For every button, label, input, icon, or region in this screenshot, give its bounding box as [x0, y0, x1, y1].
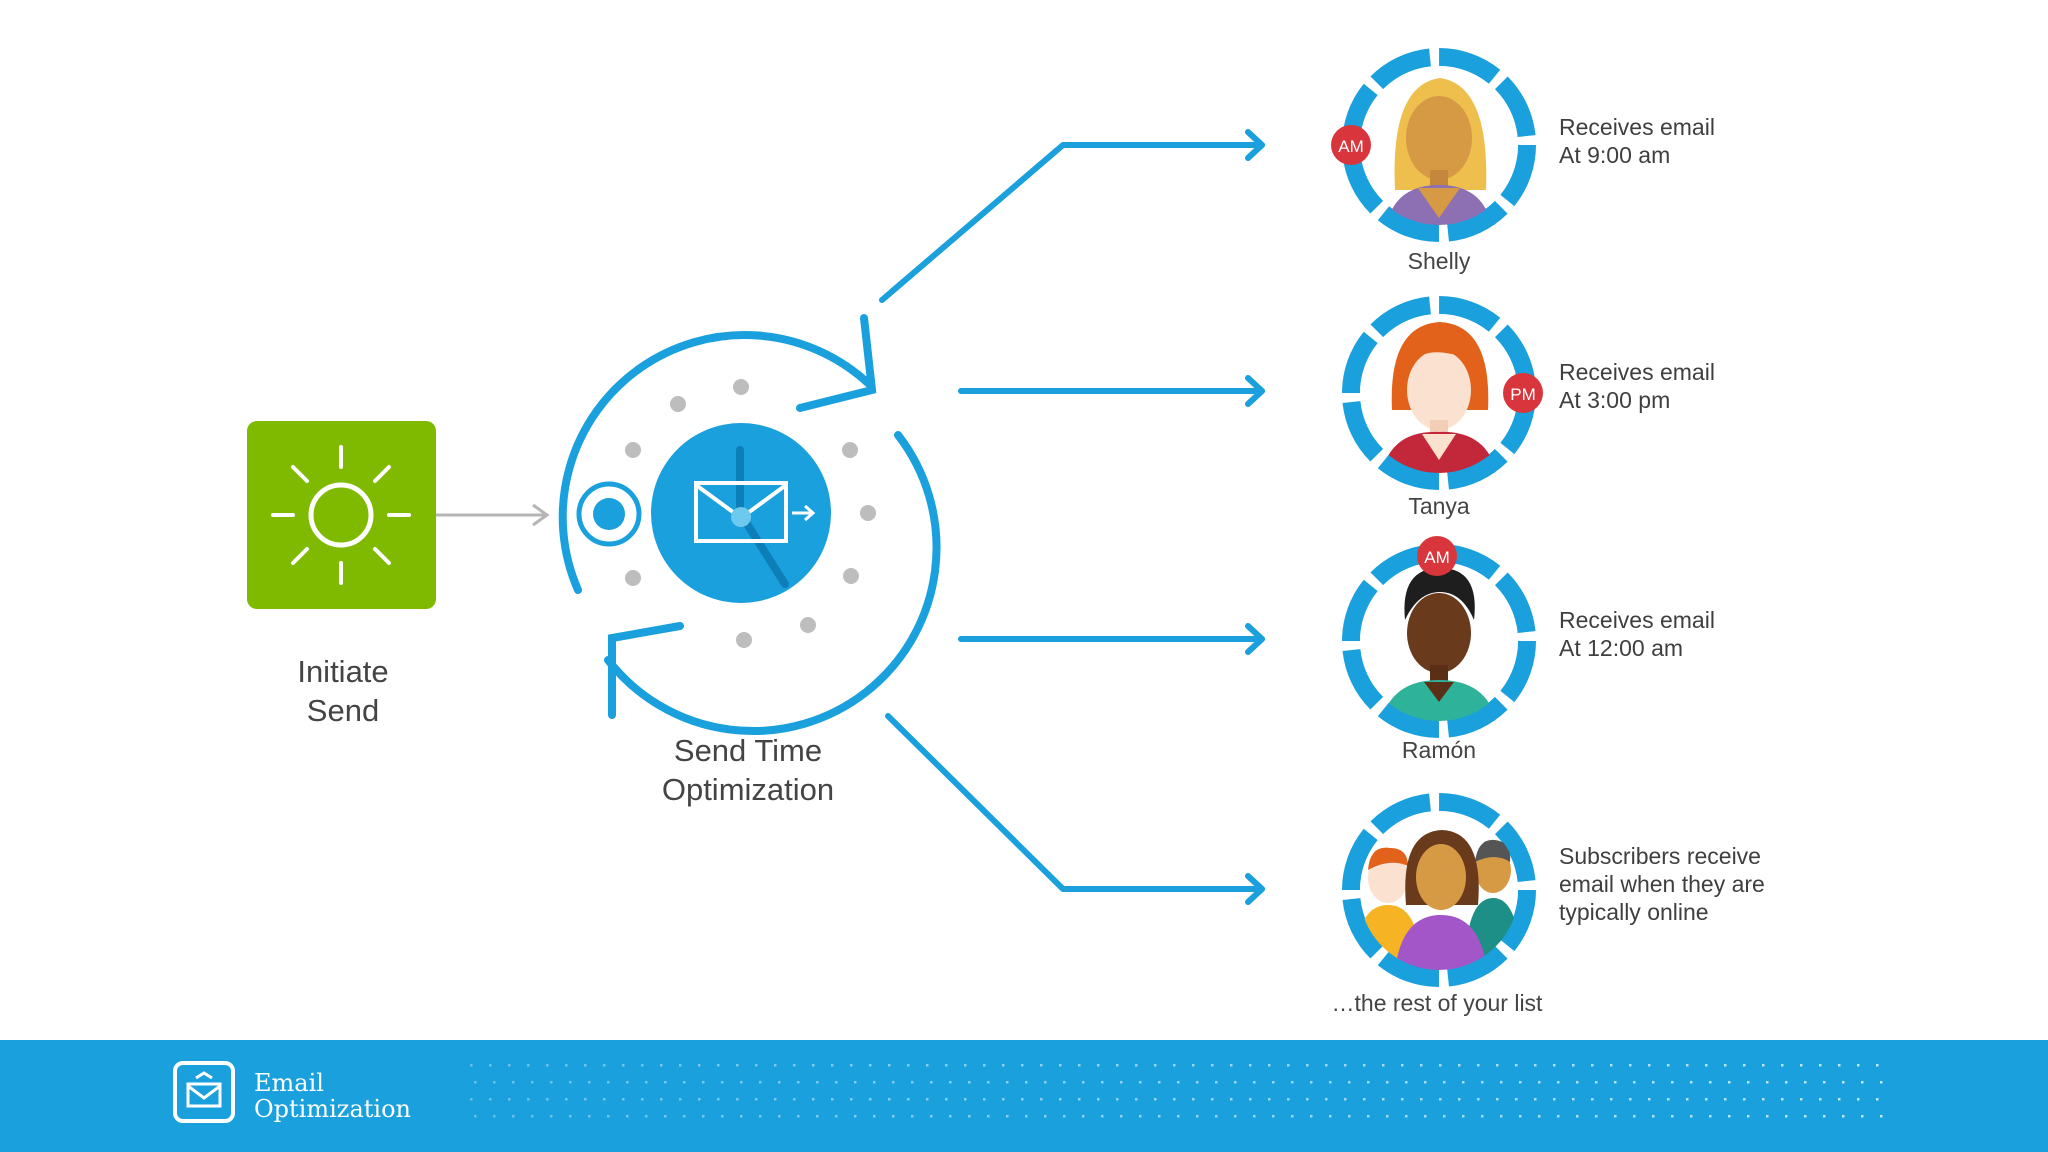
initiate-line1: Initiate — [297, 654, 389, 689]
badge-shelly-text: AM — [1338, 137, 1364, 156]
woman-blonde-avatar-icon — [1342, 48, 1536, 242]
initiate-send-label: Initiate Send — [243, 652, 443, 730]
recipient-desc-ramon: Receives email At 12:00 am — [1559, 606, 1715, 662]
recipient-desc-tanya: Receives email At 3:00 pm — [1559, 358, 1715, 414]
recipient-name-tanya: Tanya — [1408, 493, 1470, 519]
badge-ramon: AM — [1417, 536, 1457, 576]
desc-ramon-line1: Receives email — [1559, 607, 1715, 633]
group-avatar-icon — [1342, 793, 1536, 987]
sun-icon — [247, 421, 436, 609]
man-avatar-icon — [1342, 544, 1536, 738]
desc-shelly-line2: At 9:00 am — [1559, 142, 1671, 168]
recipient-name-shelly: Shelly — [1407, 248, 1471, 274]
optimizer-label: Send Time Optimization — [598, 731, 898, 809]
badge-ramon-text: AM — [1424, 548, 1450, 567]
woman-redhead-avatar-icon — [1342, 296, 1536, 490]
email-send-icon — [651, 423, 831, 603]
desc-ramon-line2: At 12:00 am — [1559, 635, 1684, 661]
optimizer-cycle-arrows — [558, 314, 941, 736]
start-marker — [576, 481, 642, 547]
badge-tanya-text: PM — [1510, 385, 1536, 404]
badge-tanya: PM — [1503, 373, 1543, 413]
badge-shelly: AM — [1331, 125, 1371, 165]
optimizer-line2: Optimization — [661, 772, 835, 807]
recipient-desc-shelly: Receives email At 9:00 am — [1559, 113, 1715, 169]
send-time-optimization-diagram: AM PM AM — [247, 48, 1543, 987]
fanout-arrows — [879, 129, 1265, 905]
recipient-name-rest: …the rest of your list — [1331, 990, 1543, 1016]
footer-dot-pattern — [470, 1064, 1883, 1118]
arrow-to-rest — [885, 713, 1265, 892]
footer-title: Email Optimization — [254, 1070, 411, 1122]
footer-title-line1: Email — [254, 1069, 324, 1097]
desc-rest-line3: typically online — [1559, 899, 1709, 925]
email-logo-icon — [173, 1061, 235, 1123]
desc-tanya-line1: Receives email — [1559, 359, 1715, 385]
clock-dots — [625, 379, 876, 648]
desc-rest-line2: email when they are — [1559, 871, 1765, 897]
desc-shelly-line1: Receives email — [1559, 114, 1715, 140]
arrow-to-shelly — [879, 142, 1265, 303]
recipient-desc-rest: Subscribers receive email when they are … — [1559, 842, 1765, 926]
footer-title-line2: Optimization — [254, 1095, 411, 1123]
recipient-name-ramon: Ramón — [1401, 737, 1477, 763]
optimizer-line1: Send Time — [673, 733, 823, 768]
initiate-line2: Send — [306, 693, 380, 728]
initiate-arrow — [436, 503, 550, 527]
desc-rest-line1: Subscribers receive — [1559, 843, 1761, 869]
desc-tanya-line2: At 3:00 pm — [1559, 387, 1671, 413]
footer-bar: Email Optimization — [0, 1040, 2048, 1152]
